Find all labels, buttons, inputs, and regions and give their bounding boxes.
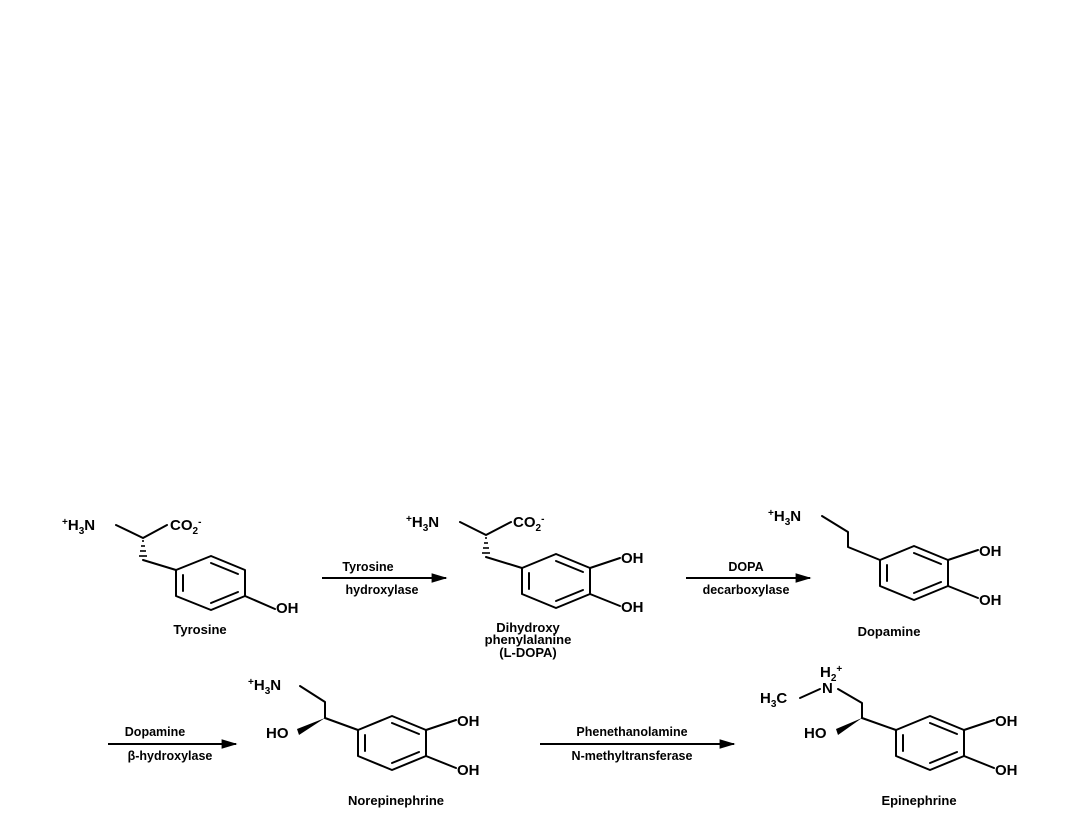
dopamine-name: Dopamine [858, 624, 921, 639]
dopamine-hydroxyl-top: OH [979, 543, 1002, 560]
step3-enzyme-line2: β-hydroxylase [128, 749, 213, 763]
step1-enzyme-line1: Tyrosine [342, 560, 393, 574]
step1-arrow: Tyrosine hydroxylase [322, 560, 448, 597]
norepinephrine-name: Norepinephrine [348, 793, 444, 808]
step4-arrow: Phenethanolamine N-methyltransferase [540, 725, 736, 763]
step3-enzyme-line1: Dopamine [125, 725, 185, 739]
ldopa-hydroxyl-top: OH [621, 550, 644, 567]
ldopa-name-line1: Dihydroxy [496, 620, 560, 635]
tyrosine-hydroxyl-label: OH [276, 600, 299, 617]
ldopa-carboxylate-label: CO2- [513, 514, 544, 534]
norepinephrine-side-hydroxyl: HO [266, 725, 289, 742]
dopamine-amine-label: +H3N [768, 508, 801, 528]
ldopa-hydroxyl-bottom: OH [621, 599, 644, 616]
ldopa-structure: +H3N CO2- OH OH Dihydroxy phenylalanine … [406, 514, 644, 660]
dopamine-structure: +H3N OH OH Dopamine [768, 508, 1002, 639]
ldopa-name-line2: phenylalanine [485, 632, 572, 647]
step1-enzyme-line2: hydroxylase [346, 583, 419, 597]
norepinephrine-hydroxyl-top: OH [457, 713, 480, 730]
step2-enzyme-line2: decarboxylase [703, 583, 790, 597]
tyrosine-carboxylate-label: CO2- [170, 517, 201, 537]
norepinephrine-hydroxyl-bottom: OH [457, 762, 480, 779]
epinephrine-side-hydroxyl: HO [804, 725, 827, 742]
norepinephrine-amine-label: +H3N [248, 677, 281, 697]
norepinephrine-structure: +H3N HO OH OH Norepinephrine [248, 677, 480, 808]
tyrosine-name: Tyrosine [173, 622, 226, 637]
epinephrine-name: Epinephrine [881, 793, 956, 808]
epinephrine-hydroxyl-top: OH [995, 713, 1018, 730]
step2-enzyme-line1: DOPA [728, 560, 763, 574]
dopamine-hydroxyl-bottom: OH [979, 592, 1002, 609]
step4-enzyme-line1: Phenethanolamine [576, 725, 687, 739]
epinephrine-hydroxyl-bottom: OH [995, 762, 1018, 779]
step2-arrow: DOPA decarboxylase [686, 560, 812, 597]
epinephrine-structure: H2+ N H3C HO OH OH Epinephrine [760, 664, 1018, 808]
tyrosine-structure: +H3N CO2- OH Tyrosine [62, 517, 299, 637]
ldopa-name-line3: (L-DOPA) [499, 645, 557, 660]
tyrosine-amine-label: +H3N [62, 517, 95, 537]
epinephrine-methyl-label: H3C [760, 690, 787, 710]
epinephrine-nitrogen-label: N [822, 680, 833, 697]
step4-enzyme-line2: N-methyltransferase [572, 749, 693, 763]
step3-arrow: Dopamine β-hydroxylase [108, 725, 238, 763]
ldopa-amine-label: +H3N [406, 514, 439, 534]
